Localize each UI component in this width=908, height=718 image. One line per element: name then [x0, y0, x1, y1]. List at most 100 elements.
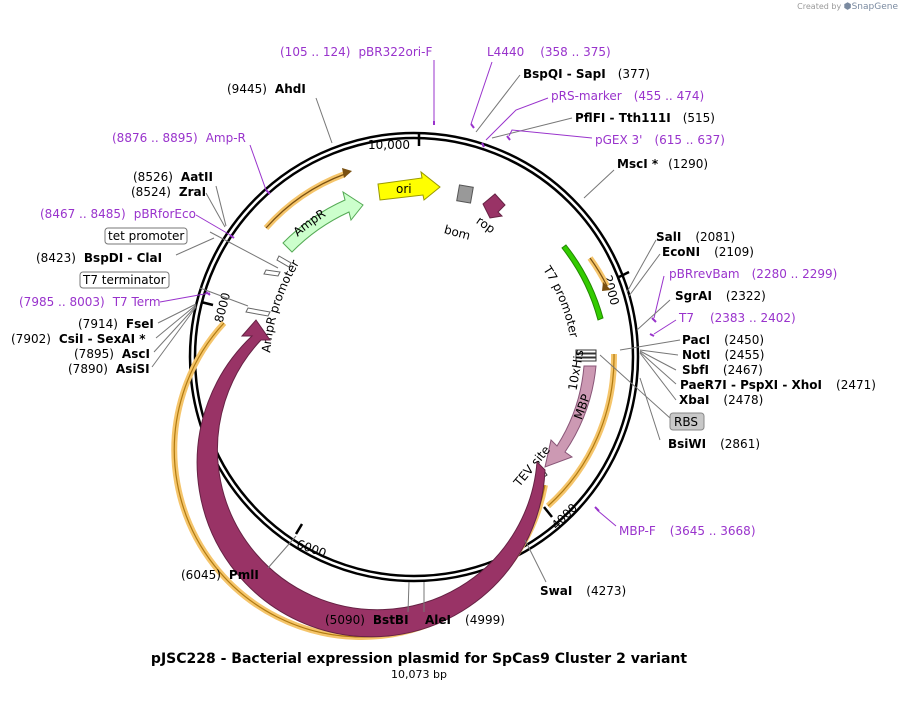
l4440-mark [470, 123, 475, 129]
rop-feature [482, 193, 506, 219]
leader-ampr-primer [249, 144, 267, 191]
leader-asci [153, 305, 197, 353]
label-swai: SwaI(4273) [540, 584, 626, 598]
label-asisi: (7890)AsiSI [68, 362, 150, 376]
leader-tet-promoter [209, 231, 279, 269]
plasmid-title: pJSC228 - Bacterial expression plasmid f… [150, 651, 688, 667]
label-ahdi: (9445)AhdI [227, 82, 306, 96]
leader-econi [628, 253, 661, 297]
label-pflfi: PflFI - Tth111I(515) [575, 111, 715, 125]
tick-4000 [543, 506, 553, 518]
leader-sgrai [636, 299, 671, 331]
label-bspqi: BspQI - SapI(377) [523, 67, 650, 81]
t7-orf-line [589, 257, 608, 287]
credit-brand: SnapGene [851, 2, 898, 12]
leader-pbrforeco [195, 214, 233, 237]
label-pbrrevbam: pBRrevBam(2280 .. 2299) [669, 267, 837, 281]
label-fsei: (7914)FseI [78, 317, 154, 331]
leader-sali [626, 239, 657, 293]
tick-marks [200, 134, 630, 535]
leader-pmli [267, 535, 297, 569]
label-csii: (7902)CsiI - SexAI * [11, 332, 146, 346]
leader-bspqi [475, 74, 521, 133]
label-econi: EcoNI(2109) [662, 245, 754, 259]
his-tag-bar-2 [575, 353, 597, 358]
label-prsmarker: pRS-marker(455 .. 474) [551, 89, 704, 103]
tick-8000 [200, 300, 214, 307]
label-bsiwi: BsiWI(2861) [668, 437, 760, 451]
mbp-orf-line [547, 353, 615, 507]
leader-aatii [215, 185, 227, 227]
tick-2000 [618, 270, 630, 279]
ampr-orf-arrowhead [342, 168, 352, 178]
label-paer7i: PaeR7I - PspXI - XhoI(2471) [680, 378, 876, 392]
cas9-label: Cas9 [328, 489, 361, 515]
backbone-outer [188, 131, 640, 583]
label-t7-primer: T7(2383 .. 2402) [678, 311, 796, 325]
label-t7-terminator: T7 terminator [82, 273, 166, 287]
ampr-feature [282, 190, 364, 253]
label-bstbi: (5090)BstBI [325, 613, 409, 627]
label-xbai: XbaI(2478) [679, 393, 763, 407]
cas9-feature [196, 319, 546, 638]
leader-pflfi [491, 117, 573, 139]
leader-bspdi [175, 237, 215, 256]
leader-bsiwi [639, 377, 661, 441]
leader-asisi [151, 306, 197, 368]
leader-zrai [205, 192, 226, 228]
snapgene-credit: Created by ⬢SnapGene [797, 2, 898, 12]
his-tag-bar-3 [575, 357, 597, 362]
leader-lines [151, 60, 681, 613]
ampr-promoter-arrow [276, 255, 292, 268]
label-t7term: (7985 .. 8003)T7 Term [19, 295, 161, 309]
leader-paer7i [639, 351, 677, 385]
ori-label: ori [396, 182, 412, 196]
pgex-mark [506, 135, 511, 141]
label-pmli: (6045)PmlI [181, 568, 259, 582]
leader-fsei [157, 303, 197, 324]
leader-msci [583, 169, 615, 199]
label-bspdi: (8423)BspDI - ClaI [36, 251, 162, 265]
label-zrai: (8524)ZraI [131, 185, 206, 199]
snapgene-logo: ⬢ [843, 2, 852, 12]
backbone-inner [193, 136, 635, 578]
leader-rbs [599, 354, 671, 419]
ampr-promoter-arrow-2 [263, 269, 281, 277]
t7-promoter-feature [561, 244, 604, 321]
label-pgex: pGEX 3'(615 .. 637) [595, 133, 725, 147]
label-aatii: (8526)AatII [133, 170, 213, 184]
label-tet-promoter: tet promoter [108, 229, 184, 243]
mbp-label: MBP [571, 392, 593, 421]
his-tag-arrows [575, 349, 597, 362]
t7-terminator-box [79, 271, 170, 289]
bom-label: bom [443, 222, 472, 242]
mbp-feature [544, 365, 597, 468]
bom-feature [456, 184, 474, 204]
label-noti: NotI(2455) [682, 348, 764, 362]
credit-prefix: Created by [797, 2, 842, 11]
tick-6000 [294, 523, 304, 535]
label-ampr-primer: (8876 .. 8895)Amp-R [112, 131, 246, 145]
ori-feature [377, 170, 441, 201]
leader-prsmarker [485, 97, 549, 141]
tet-promoter-box [104, 227, 188, 245]
plasmid-size: 10,073 bp [391, 668, 447, 681]
leader-bstbi [407, 581, 410, 613]
rbs-box [669, 412, 705, 431]
leader-paci [619, 339, 681, 351]
label-sgrai: SgrAI(2322) [675, 289, 766, 303]
t7-terminator-arrow [245, 307, 271, 317]
label-pbrforeco: (8467 .. 8485)pBRforEco [40, 207, 196, 221]
label-rbs: RBS [674, 415, 698, 429]
tick-label-10000: 10,000 [368, 138, 410, 152]
leader-csii [155, 304, 197, 339]
leader-pgex [508, 129, 593, 139]
primer-marks [205, 121, 657, 512]
leader-sbfi [639, 350, 677, 371]
t7-primer-mark [649, 333, 655, 337]
ampr-orf-line [265, 173, 346, 229]
prsmarker-mark [481, 142, 485, 148]
label-alei: AleI(4999) [425, 613, 505, 627]
his-tag-bar-1 [575, 349, 597, 354]
